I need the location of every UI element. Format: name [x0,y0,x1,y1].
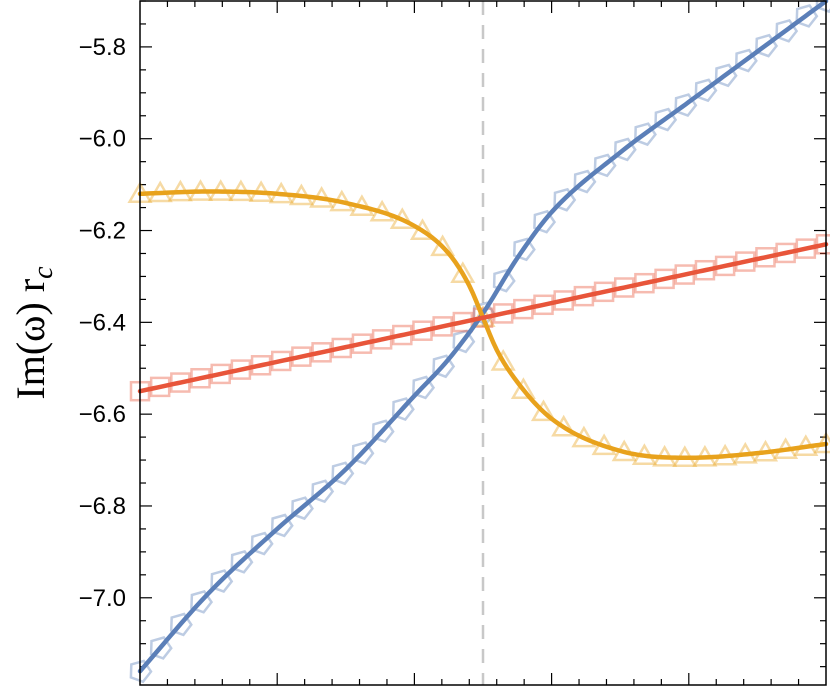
series-marker [270,513,294,538]
series-marker [210,569,234,593]
series-marker [129,659,153,684]
series-marker [430,234,456,257]
series-marker [190,589,214,614]
y-axis-label: Im(ω) rc [8,266,59,400]
series-marker [613,137,637,162]
y-tick-label: −6.0 [79,126,126,153]
y-tick-label: −6.4 [79,309,126,336]
y-tick-label: −7.0 [79,585,126,612]
series-marker [815,0,830,14]
series-marker [634,122,657,147]
y-axis-label-subscript: c [28,266,59,279]
series-marker [694,78,718,103]
series-line [137,242,829,394]
series-marker [149,636,173,660]
series-marker [533,209,557,234]
series-marker [331,461,355,486]
y-tick-label: −6.8 [79,493,126,520]
series-marker [775,18,799,43]
series-lines [137,0,829,674]
series-marker [530,399,557,422]
series-marker [734,48,758,73]
series-marker [311,479,335,504]
series-marker [553,187,577,212]
y-tick-labels: −5.8 −6.0 −6.2 −6.4 −6.6 −6.8 −7.0 [79,34,126,612]
series-marker [795,4,819,28]
series-marker [573,169,597,194]
y-tick-label: −6.6 [79,401,126,428]
series-marker [674,93,698,117]
series-marker [510,377,536,400]
plot-frame [139,0,827,686]
y-tick-label: −5.8 [79,34,126,61]
series-markers [127,0,830,684]
y-tick-label: −6.2 [79,218,126,245]
axis-ticks [140,0,826,685]
series-marker [250,531,274,556]
series-marker [755,33,779,58]
series-marker [593,153,617,178]
series-marker [291,496,314,521]
y-axis-label-main: Im(ω) r [8,279,53,400]
series-marker [230,549,254,574]
series-marker [450,261,476,284]
series-marker [169,612,193,637]
series-marker [654,107,678,132]
series-marker [351,441,375,465]
series-marker [452,329,476,354]
series-marker [432,354,456,379]
series-marker [490,349,516,371]
series-marker [391,397,415,421]
series-marker [714,63,738,88]
series-marker [412,375,436,400]
series-marker [371,419,395,444]
